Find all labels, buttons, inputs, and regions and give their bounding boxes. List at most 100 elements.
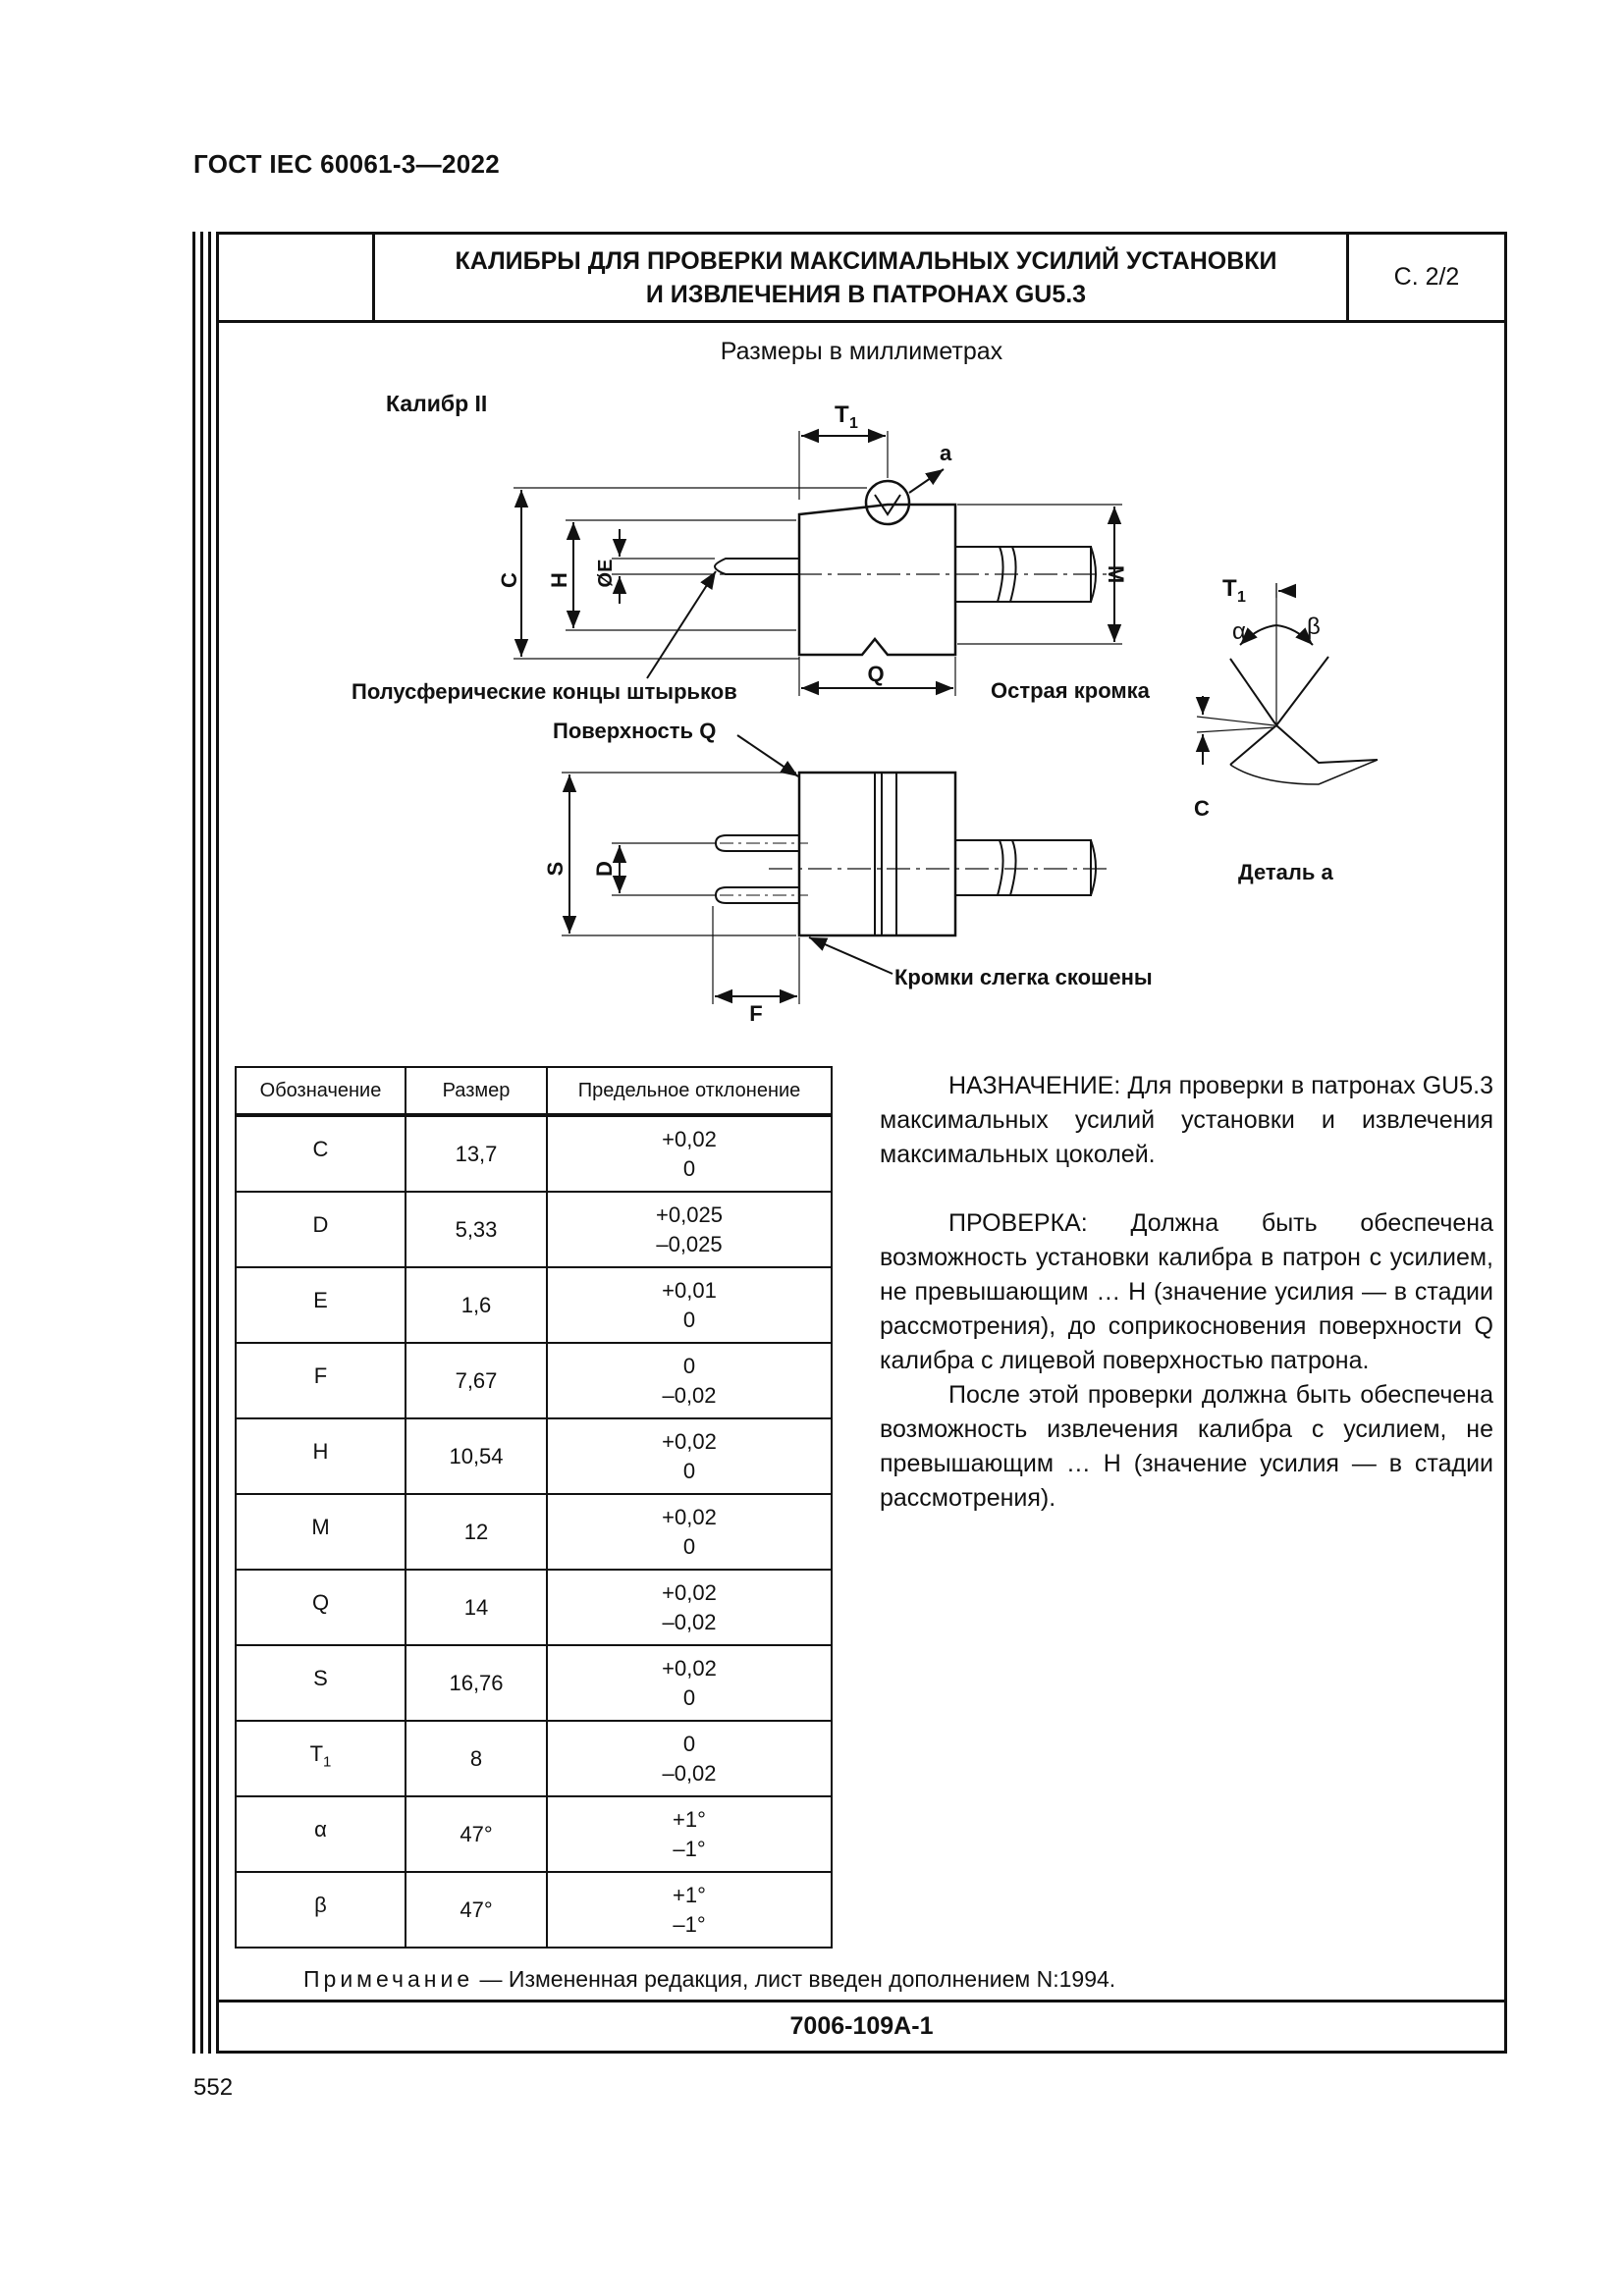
header-size: Размер <box>405 1066 548 1116</box>
designation-text: T <box>309 1741 324 1767</box>
cell-designation: F <box>235 1342 406 1419</box>
title-blank-cell <box>219 235 375 320</box>
title-row: КАЛИБРЫ ДЛЯ ПРОВЕРКИ МАКСИМАЛЬНЫХ УСИЛИЙ… <box>219 235 1504 323</box>
margin-bar <box>192 232 195 2054</box>
deviation-upper: +0,02 <box>662 1655 717 1681</box>
margin-bar <box>200 232 203 2054</box>
callout-pins: Полусферические концы штырьков <box>352 679 737 704</box>
detail-a-caption: Деталь a <box>1238 860 1334 884</box>
deviation-upper: +1° <box>673 1806 706 1832</box>
check-text: ПРОВЕРКА: Должна быть обеспечена возможн… <box>880 1209 1493 1374</box>
dim-t1-label: T <box>835 401 849 428</box>
deviation-lower: 0 <box>682 1458 696 1483</box>
designation-subscript: 1 <box>323 1753 332 1771</box>
cell-designation: M <box>235 1493 406 1571</box>
detail-t1-label: T <box>1222 575 1237 602</box>
sheet-frame: КАЛИБРЫ ДЛЯ ПРОВЕРКИ МАКСИМАЛЬНЫХ УСИЛИЙ… <box>216 232 1507 2054</box>
detail-beta-label: β <box>1307 614 1321 640</box>
cell-size: 16,76 <box>405 1644 548 1722</box>
cell-deviation: +0,025 –0,025 <box>546 1191 833 1268</box>
technical-drawing: Калибр II T 1 a C H ØE M Q Полусферическ… <box>352 391 1379 1026</box>
deviation-lower: –0,02 <box>662 1382 717 1408</box>
gauge-bottom-view <box>562 734 1108 1004</box>
cell-designation: T1 <box>235 1720 406 1797</box>
notes-block: НАЗНАЧЕНИЕ: Для проверки в патронах GU5.… <box>880 1069 1493 1516</box>
callout-surface: Поверхность Q <box>553 719 716 743</box>
sheet-title-line2: И ИЗВЛЕЧЕНИЯ В ПАТРОНАХ GU5.3 <box>645 280 1087 308</box>
dim-e-label: ØE <box>595 560 617 588</box>
cell-designation: D <box>235 1191 406 1268</box>
deviation-upper: +0,02 <box>662 1504 717 1529</box>
detail-a-view <box>1195 583 1379 785</box>
cell-deviation: 0–0,02 <box>546 1342 833 1419</box>
table-row: β 47°+1°–1° <box>235 1871 833 1949</box>
deviation-lower: –1° <box>673 1836 706 1861</box>
dim-f-label: F <box>749 1001 762 1026</box>
table-header-row: Обозначение Размер Предельное отклонение <box>235 1066 833 1116</box>
cell-deviation: +1°–1° <box>546 1871 833 1949</box>
deviation-upper: +0,025 <box>656 1201 723 1227</box>
deviation-lower: –0,025 <box>656 1231 723 1256</box>
cell-designation: S <box>235 1644 406 1722</box>
cell-deviation: +0,02 –0,02 <box>546 1569 833 1646</box>
sheet-title: КАЛИБРЫ ДЛЯ ПРОВЕРКИ МАКСИМАЛЬНЫХ УСИЛИЙ… <box>375 235 1357 320</box>
cell-size: 1,6 <box>405 1266 548 1344</box>
sheet-number: С. 2/2 <box>1346 235 1504 320</box>
deviation-upper: +0,01 <box>662 1277 717 1303</box>
deviation-upper: +0,02 <box>662 1579 717 1605</box>
deviation-lower: 0 <box>682 1533 696 1559</box>
dim-h-label: H <box>547 572 571 588</box>
designation-text: D <box>312 1212 329 1238</box>
cell-designation: C <box>235 1113 406 1193</box>
cell-deviation: 0 –0,02 <box>546 1720 833 1797</box>
deviation-lower: 0 <box>682 1684 696 1710</box>
cell-designation: α <box>235 1795 406 1873</box>
deviation-lower: –0,02 <box>662 1609 717 1634</box>
table-row: S 16,76 +0,02 0 <box>235 1644 833 1722</box>
sizes-note: Размеры в миллиметрах <box>720 338 1003 365</box>
detail-c-label: C <box>1194 796 1210 821</box>
designation-text: S <box>313 1666 328 1691</box>
gauge-label: Калибр II <box>386 391 487 416</box>
cell-designation: Q <box>235 1569 406 1646</box>
sheet-title-line1: КАЛИБРЫ ДЛЯ ПРОВЕРКИ МАКСИМАЛЬНЫХ УСИЛИЙ… <box>455 246 1277 275</box>
header-designation: Обозначение <box>235 1066 406 1116</box>
detail-a-marker: a <box>940 441 952 465</box>
cell-size: 13,7 <box>405 1113 548 1193</box>
document-header: ГОСТ IEC 60061-3—2022 <box>193 149 500 179</box>
deviation-upper: +1° <box>673 1882 706 1907</box>
remark: Примечание — Измененная редакция, лист в… <box>303 1966 1115 1993</box>
deviation-upper: +0,02 <box>662 1428 717 1454</box>
gauge-top-view <box>514 428 1122 696</box>
deviation-lower: –0,02 <box>662 1760 717 1786</box>
header-deviation: Предельное отклонение <box>546 1066 833 1116</box>
cell-size: 5,33 <box>405 1191 548 1268</box>
cell-size: 47° <box>405 1871 548 1949</box>
callout-edge: Острая кромка <box>991 678 1151 703</box>
dim-c-label: C <box>497 572 521 588</box>
dim-d-label: D <box>592 861 617 877</box>
designation-text: C <box>312 1137 329 1162</box>
deviation-upper: 0 <box>682 1731 696 1756</box>
sheet-footer: 7006-109А-1 <box>219 2000 1504 2051</box>
remark-text: — Измененная редакция, лист введен допол… <box>473 1966 1116 1992</box>
dim-q-label: Q <box>867 662 884 686</box>
table-row: D 5,33 +0,025 –0,025 <box>235 1191 833 1268</box>
dim-s-label: S <box>543 862 568 877</box>
purpose-text: НАЗНАЧЕНИЕ: Для проверки в патронах GU5.… <box>880 1072 1493 1168</box>
cell-designation: E <box>235 1266 406 1344</box>
cell-designation: H <box>235 1417 406 1495</box>
detail-t1-subscript: 1 <box>1237 589 1246 606</box>
remark-prefix: Примечание <box>303 1966 474 1992</box>
designation-text: β <box>314 1893 327 1918</box>
dim-m-label: M <box>1104 565 1128 583</box>
cell-size: 7,67 <box>405 1342 548 1419</box>
margin-bar <box>208 232 211 2054</box>
